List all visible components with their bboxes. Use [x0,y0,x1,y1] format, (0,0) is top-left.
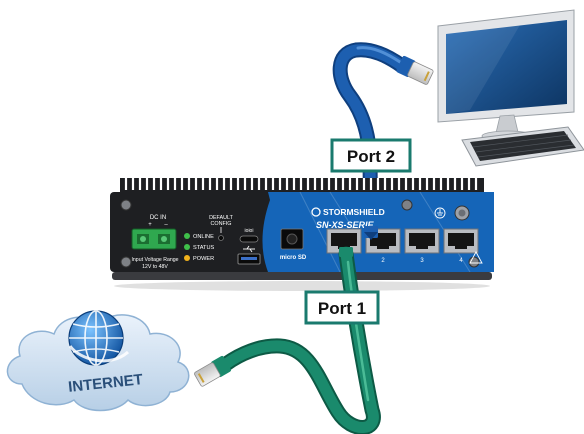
computer-icon [437,9,575,142]
warning-icon [469,251,483,264]
led-power: POWER [184,255,214,262]
voltage-range-value: 12V to 48V [142,264,168,270]
ethernet-port-4[interactable]: 4 [443,228,479,264]
dc-in-label: DC IN [150,215,166,221]
usb-c-label: ioioi [245,228,254,234]
port2-callout: Port 2 [330,138,412,173]
keyboard-icon [461,126,584,167]
ethernet-port-number: 4 [459,258,463,264]
globe-icon [68,310,129,366]
usb-icon [243,245,255,253]
svg-text:POWER: POWER [193,256,214,262]
port1-cable [194,246,381,434]
stormshield-appliance: DC IN + – Input Voltage Range 12V to 48V… [110,178,494,291]
ethernet-port-3[interactable]: 3 [404,228,440,264]
usb-c-port[interactable] [239,235,259,243]
default-config-label-1: DEFAULT [209,215,234,221]
port2-cable [332,42,434,258]
svg-text:Port 2: Port 2 [347,147,395,166]
default-config-label-2: CONFIG [211,221,232,227]
dc-plus-label: + [148,222,152,228]
led-online: ONLINE [184,233,214,240]
dc-minus-label: – [164,222,168,228]
svg-text:STATUS: STATUS [193,245,215,251]
svg-text:ONLINE: ONLINE [193,234,214,240]
stormshield-logo: STORMSHIELD [311,207,385,217]
voltage-range-label: Input Voltage Range [131,257,178,263]
default-config-button[interactable] [218,235,224,241]
port2-plug [364,226,378,240]
micro-sd-label: micro SD [280,255,307,261]
svg-text:Port 1: Port 1 [318,299,366,318]
ground-screw [454,205,470,221]
model-label: SN-XS-SERIE [316,220,375,230]
screw-icon [120,199,480,268]
dc-connector[interactable] [131,228,177,250]
ethernet-port-number: 3 [420,258,424,264]
ground-icon [434,207,446,219]
svg-text:STORMSHIELD: STORMSHIELD [323,207,385,217]
port1-callout: Port 1 [304,290,380,325]
ethernet-port-number: 2 [381,258,385,264]
led-status: STATUS [184,244,215,251]
